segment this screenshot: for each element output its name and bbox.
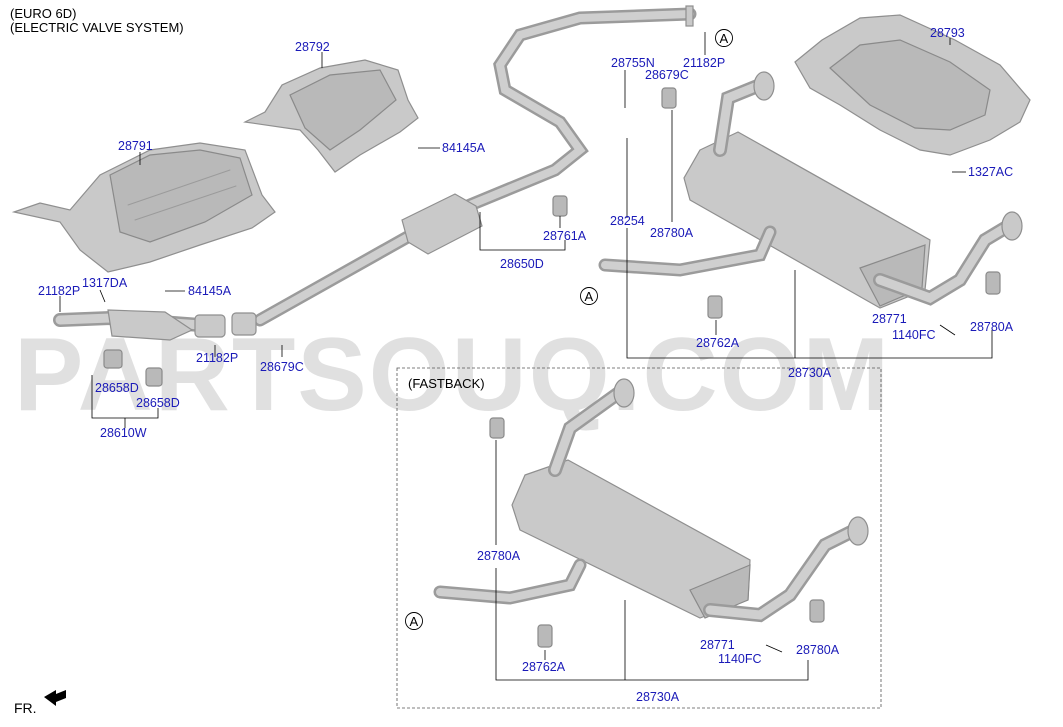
svg-text:A: A xyxy=(720,31,729,46)
rear-muffler-28730A-fastback[interactable] xyxy=(433,378,869,623)
hanger-28780A-top-2[interactable] xyxy=(985,271,1001,295)
header-euro-6d: (EURO 6D) xyxy=(10,6,77,21)
label-28730A-1[interactable]: 28730A xyxy=(788,366,832,380)
label-28755N[interactable]: 28755N xyxy=(611,56,655,70)
ref-a-fastback: A xyxy=(405,612,423,630)
label-28780A-4[interactable]: 28780A xyxy=(796,643,840,657)
label-28658D-1[interactable]: 28658D xyxy=(95,381,139,395)
label-28679C-2[interactable]: 28679C xyxy=(645,68,689,82)
hanger-28658D-1[interactable] xyxy=(103,349,123,369)
fastback-label: (FASTBACK) xyxy=(408,376,485,391)
label-28762A-1[interactable]: 28762A xyxy=(696,336,740,350)
label-28254[interactable]: 28254 xyxy=(610,214,645,228)
direction-label: FR. xyxy=(14,700,37,716)
label-28780A-2[interactable]: 28780A xyxy=(970,320,1014,334)
label-21182P-2[interactable]: 21182P xyxy=(196,351,238,365)
label-28730A-2[interactable]: 28730A xyxy=(636,690,680,704)
svg-text:A: A xyxy=(585,289,594,304)
heat-protector-28792[interactable] xyxy=(243,59,419,173)
rear-muffler-28730A-top[interactable] xyxy=(598,71,1023,309)
svg-text:A: A xyxy=(410,614,419,629)
hanger-28761A[interactable] xyxy=(552,195,568,217)
heat-protector-28793[interactable] xyxy=(794,14,1031,156)
label-28761A[interactable]: 28761A xyxy=(543,229,587,243)
label-1140FC-2[interactable]: 1140FC xyxy=(718,652,762,666)
heat-protector-28791[interactable] xyxy=(11,142,276,273)
label-28679C-1[interactable]: 28679C xyxy=(260,360,304,374)
label-28793[interactable]: 28793 xyxy=(930,26,965,40)
label-84145A-1[interactable]: 84145A xyxy=(442,141,486,155)
arrow-left-icon xyxy=(44,690,66,706)
label-28762A-2[interactable]: 28762A xyxy=(522,660,566,674)
label-1140FC-1[interactable]: 1140FC xyxy=(892,328,936,342)
label-1327AC[interactable]: 1327AC xyxy=(968,165,1013,179)
label-28792[interactable]: 28792 xyxy=(295,40,330,54)
front-pipe-28610W[interactable] xyxy=(53,309,257,341)
label-84145A-2[interactable]: 84145A xyxy=(188,284,232,298)
hanger-28780A-top-1[interactable] xyxy=(661,87,677,109)
label-21182P-3[interactable]: 21182P xyxy=(683,56,725,70)
label-1317DA[interactable]: 1317DA xyxy=(82,276,128,290)
hanger-28780A-fb-1[interactable] xyxy=(489,417,505,439)
fastback-frame xyxy=(396,367,882,709)
ref-a-top: A xyxy=(715,29,733,47)
hanger-28780A-fb-2[interactable] xyxy=(809,599,825,623)
label-28771-1[interactable]: 28771 xyxy=(872,312,907,326)
leader-lines xyxy=(59,32,993,681)
label-28791[interactable]: 28791 xyxy=(118,139,153,153)
label-28658D-2[interactable]: 28658D xyxy=(136,396,180,410)
hanger-28762A-fb[interactable] xyxy=(537,624,553,648)
label-28780A-1[interactable]: 28780A xyxy=(650,226,694,240)
ref-a-mid: A xyxy=(580,287,598,305)
center-pipe-28650D[interactable] xyxy=(253,5,697,327)
label-28771-2[interactable]: 28771 xyxy=(700,638,735,652)
label-28780A-3[interactable]: 28780A xyxy=(477,549,521,563)
label-21182P-1[interactable]: 21182P xyxy=(38,284,80,298)
label-28610W[interactable]: 28610W xyxy=(100,426,147,440)
header-electric-valve-system: (ELECTRIC VALVE SYSTEM) xyxy=(10,20,184,35)
hanger-28658D-2[interactable] xyxy=(145,367,163,387)
hanger-28762A-top[interactable] xyxy=(707,295,723,319)
label-28650D[interactable]: 28650D xyxy=(500,257,544,271)
